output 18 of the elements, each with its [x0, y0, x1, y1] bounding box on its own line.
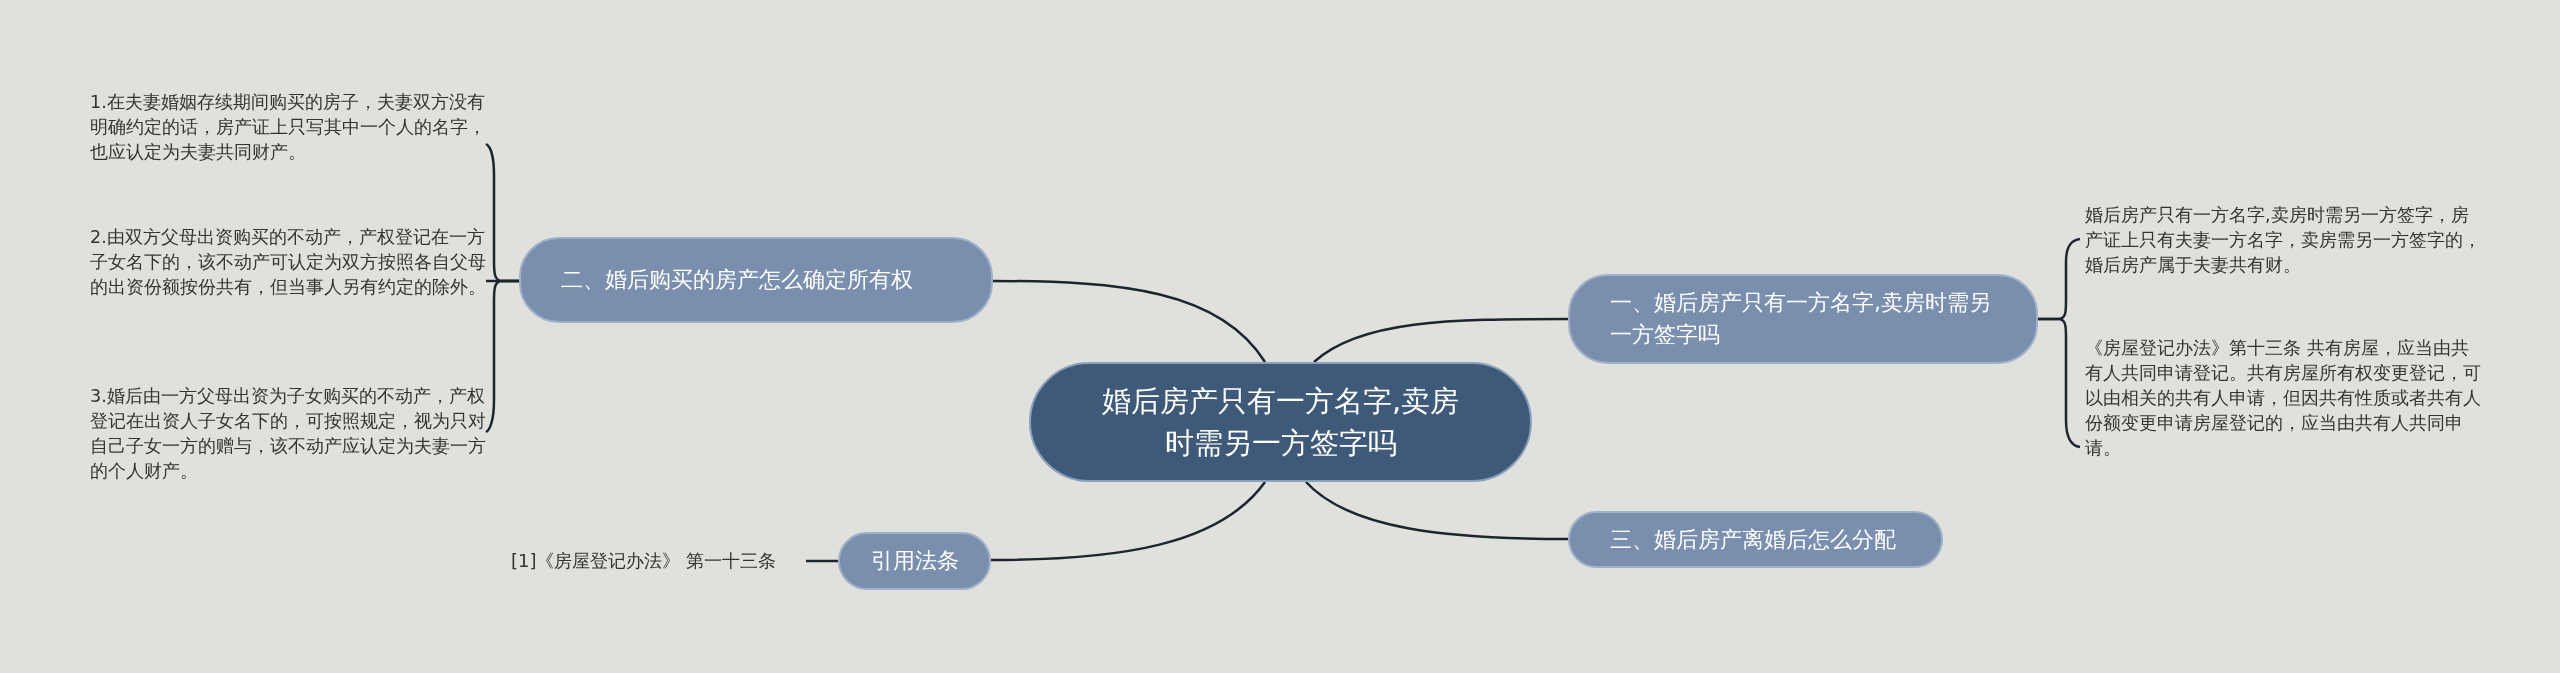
note-text: 《房屋登记办法》第十三条 共有房屋，应当由共有人共同申请登记。共有房屋所有权变更登记，可以由相关的共有人申请，但因共有性质或者共有人份额变更申请房屋登记的，应当由共有人共同申请。: [2085, 336, 2485, 466]
connector-line: [991, 481, 1266, 562]
connector-line: [993, 279, 1266, 363]
connector-line: [806, 559, 838, 563]
note-text: 2.由双方父母出资购买的不动产，产权登记在一方子女名下的，该不动产可认定为双方按照各自父母的出资份额按份共有，但当事人另有约定的除外。: [90, 225, 490, 329]
topic-box: 三、婚后房产离婚后怎么分配: [1568, 511, 1943, 568]
note-text: 3.婚后由一方父母出资为子女购买的不动产，产权登记在出资人子女名下的，可按照规定，视为只对自己子女一方的赠与，该不动产应认定为夫妻一方的个人财产。: [90, 384, 490, 488]
topic-box: 二、婚后购买的房产怎么确定所有权: [519, 237, 993, 323]
note-text: 婚后房产只有一方名字,卖房时需另一方签字，房产证上只有夫妻一方名字，卖房需另一方签字的，婚后房产属于夫妻共有财。: [2085, 203, 2485, 283]
bracket-line: [2038, 317, 2081, 449]
topic-box: 引用法条: [838, 532, 991, 590]
topic-box: 一、婚后房产只有一方名字,卖房时需另一方签字吗: [1568, 274, 2038, 364]
bracket-line: [485, 279, 519, 433]
central-topic-box: 婚后房产只有一方名字,卖房时需另一方签字吗: [1029, 362, 1532, 482]
connector-line: [1305, 481, 1568, 541]
connector-line: [1313, 317, 1568, 363]
reference-text: [1]《房屋登记办法》 第一十三条: [511, 548, 777, 575]
note-text: 1.在夫妻婚姻存续期间购买的房子，夫妻双方没有明确约定的话，房产证上只写其中一个人的名字，也应认定为夫妻共同财产。: [90, 90, 490, 170]
